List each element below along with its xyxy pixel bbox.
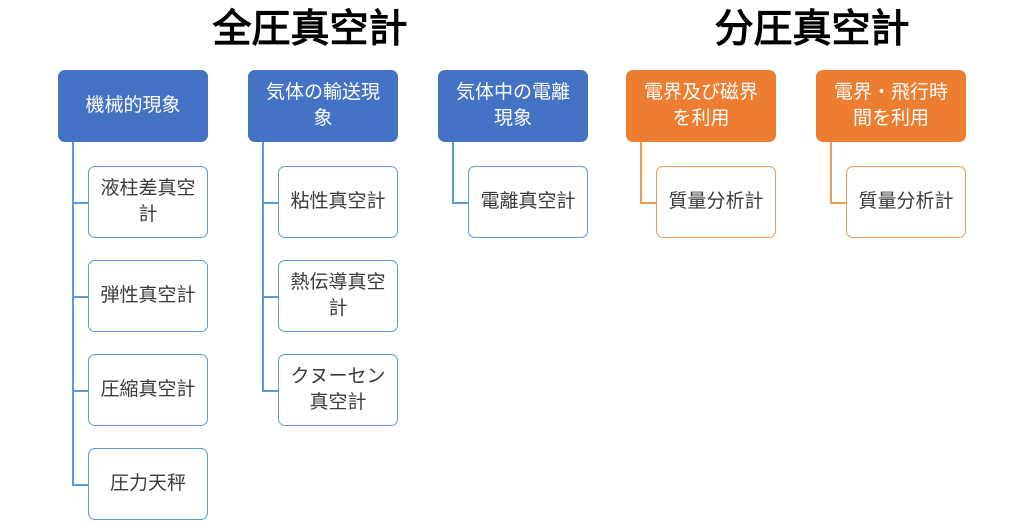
child-node-1-2[interactable]: 弾性真空計	[88, 260, 208, 332]
header-node-label: 電界及び磁界を利用	[643, 82, 758, 129]
header-node-label: 気体中の電離現象	[455, 82, 570, 129]
child-node-4-1[interactable]: 質量分析計	[656, 166, 776, 238]
connector-trunk-4	[640, 142, 642, 202]
connector-stub-5-1	[830, 202, 846, 204]
connector-trunk-5	[830, 142, 832, 202]
connector-stub-1-2	[72, 296, 88, 298]
header-node-3[interactable]: 気体中の電離現象	[438, 70, 588, 142]
child-node-label: 液柱差真空計	[100, 178, 196, 225]
child-node-label: 弾性真空計	[100, 285, 196, 307]
connector-stub-2-1	[262, 202, 278, 204]
child-node-1-1[interactable]: 液柱差真空計	[88, 166, 208, 238]
header-node-label: 電界・飛行時間を利用	[833, 82, 948, 129]
child-node-label: 粘性真空計	[290, 191, 386, 213]
connector-stub-1-3	[72, 390, 88, 392]
child-node-5-1[interactable]: 質量分析計	[846, 166, 966, 238]
connector-stub-1-1	[72, 202, 88, 204]
connector-stub-3-1	[452, 202, 468, 204]
child-node-label: クヌーセン真空計	[290, 366, 386, 413]
child-node-3-1[interactable]: 電離真空計	[468, 166, 588, 238]
child-node-label: 質量分析計	[668, 191, 764, 213]
connector-stub-2-3	[262, 390, 278, 392]
connector-trunk-1	[72, 142, 74, 484]
header-node-label: 機械的現象	[85, 95, 181, 117]
connector-stub-2-2	[262, 296, 278, 298]
group-title-total-pressure: 全圧真空計	[212, 8, 408, 51]
child-node-2-1[interactable]: 粘性真空計	[278, 166, 398, 238]
group-title-partial-pressure: 分圧真空計	[714, 8, 910, 51]
child-node-1-4[interactable]: 圧力天秤	[88, 448, 208, 520]
header-node-5[interactable]: 電界・飛行時間を利用	[816, 70, 966, 142]
connector-stub-1-4	[72, 484, 88, 486]
child-node-label: 質量分析計	[858, 191, 954, 213]
header-node-2[interactable]: 気体の輸送現象	[248, 70, 398, 142]
child-node-label: 熱伝導真空計	[290, 272, 386, 319]
child-node-label: 電離真空計	[480, 191, 576, 213]
header-node-label: 気体の輸送現象	[265, 82, 380, 129]
child-node-label: 圧力天秤	[109, 473, 186, 495]
child-node-2-2[interactable]: 熱伝導真空計	[278, 260, 398, 332]
connector-trunk-3	[452, 142, 454, 202]
child-node-1-3[interactable]: 圧縮真空計	[88, 354, 208, 426]
header-node-1[interactable]: 機械的現象	[58, 70, 208, 142]
child-node-2-3[interactable]: クヌーセン真空計	[278, 354, 398, 426]
connector-trunk-2	[262, 142, 264, 390]
child-node-label: 圧縮真空計	[100, 379, 196, 401]
header-node-4[interactable]: 電界及び磁界を利用	[626, 70, 776, 142]
connector-stub-4-1	[640, 202, 656, 204]
